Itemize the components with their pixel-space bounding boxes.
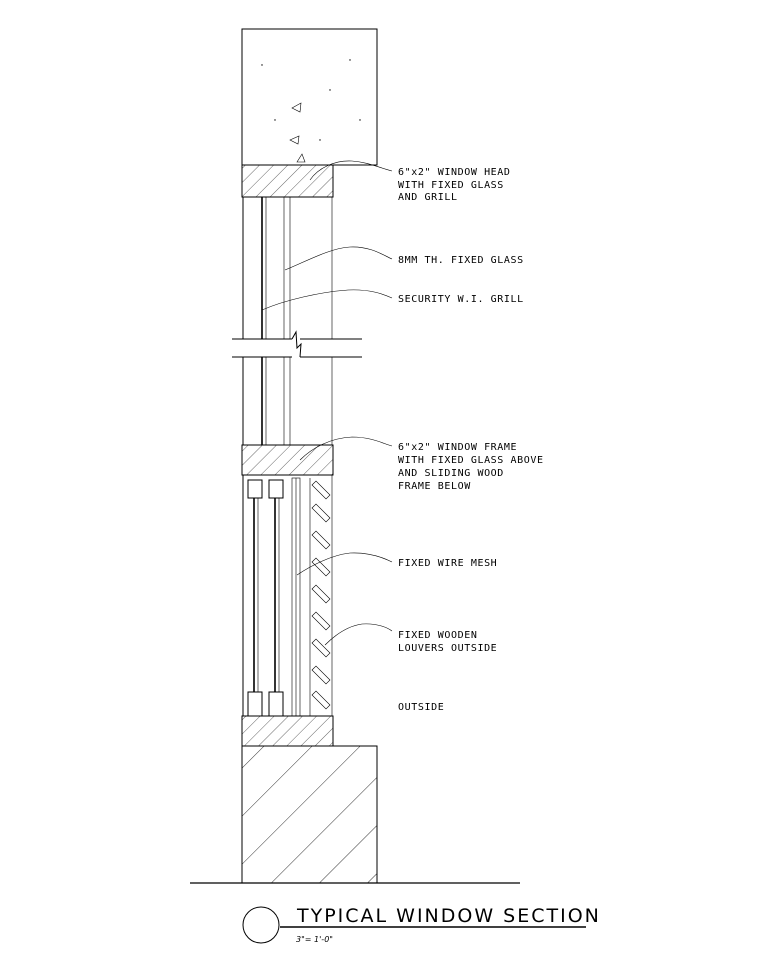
label-window-frame: 6"x2" WINDOW FRAME WITH FIXED GLASS ABOV… xyxy=(398,442,550,492)
lower-frame-jambs xyxy=(242,475,333,716)
security-grill-bar xyxy=(261,197,267,445)
leader-lines xyxy=(261,160,393,646)
label-fixed-glass: 8MM TH. FIXED GLASS xyxy=(398,255,524,266)
wooden-louvers xyxy=(309,478,331,716)
label-wooden-louvers: FIXED WOODEN LOUVERS OUTSIDE xyxy=(398,630,497,654)
sliding-wood-shutters xyxy=(247,479,284,717)
fixed-wire-mesh xyxy=(291,477,301,717)
title-block: TYPICAL WINDOW SECTION 3"= 1'-0" xyxy=(242,905,601,944)
upper-frame-jambs xyxy=(242,197,333,445)
break-line xyxy=(232,330,362,358)
drawing-title: TYPICAL WINDOW SECTION xyxy=(296,905,601,927)
label-wire-mesh: FIXED WIRE MESH xyxy=(398,558,497,569)
label-window-head: 6"x2" WINDOW HEAD WITH FIXED GLASS AND G… xyxy=(398,167,517,203)
drawing-scale: 3"= 1'-0" xyxy=(296,935,333,944)
window-head xyxy=(241,164,334,198)
concrete-lintel xyxy=(241,28,378,166)
window-frame-middle xyxy=(241,444,334,476)
label-outside: OUTSIDE xyxy=(398,702,444,713)
fixed-glass-pane xyxy=(283,197,291,445)
detail-reference-circle xyxy=(242,906,280,944)
masonry-wall xyxy=(241,745,378,884)
label-security-grill: SECURITY W.I. GRILL xyxy=(398,294,524,305)
window-sill xyxy=(241,715,334,747)
